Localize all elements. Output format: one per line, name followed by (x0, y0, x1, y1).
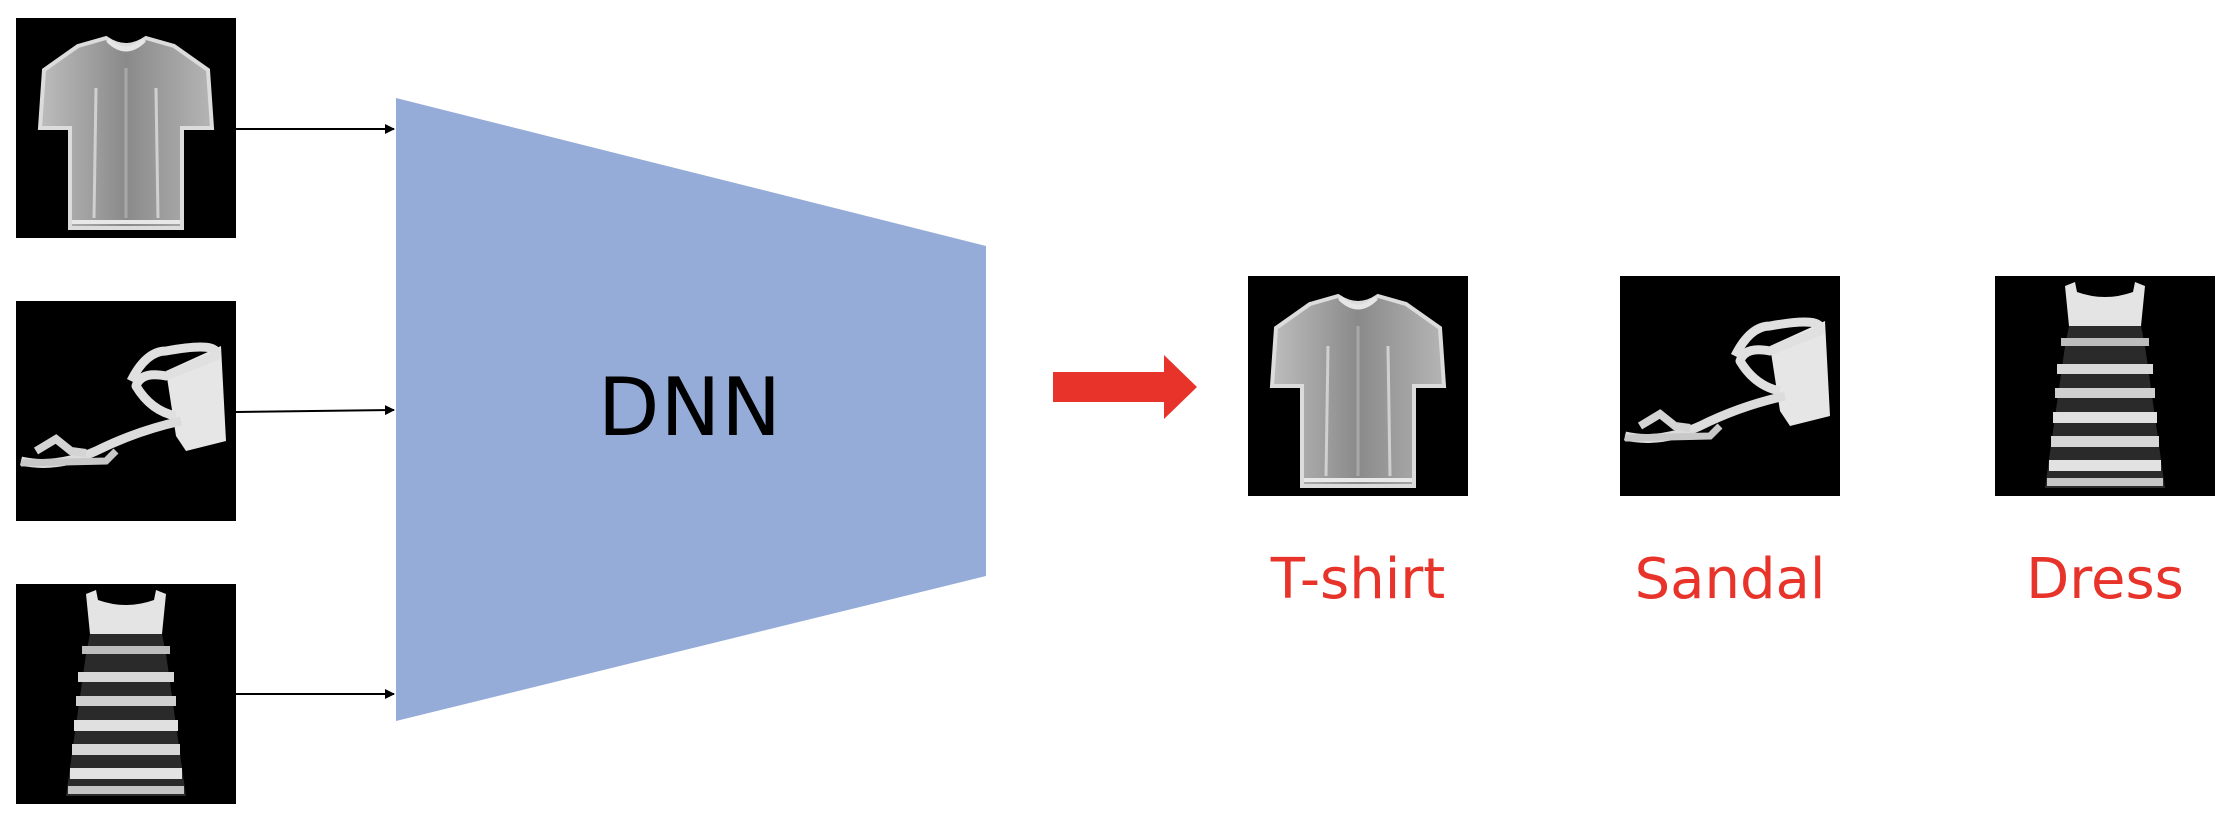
input-arrow-2 (235, 405, 395, 416)
output-sandal-image-icon (1620, 276, 1840, 496)
input-tshirt-image-icon (16, 18, 236, 238)
output-label-sandal: Sandal (1634, 547, 1826, 612)
input-sandal-image-icon (16, 301, 236, 521)
output-tshirt-image-icon (1248, 276, 1468, 496)
output-label-tshirt: T-shirt (1270, 547, 1446, 612)
input-dress-image-icon (16, 584, 236, 804)
output-dress-image-icon (1995, 276, 2215, 496)
output-label-dress: Dress (2026, 547, 2184, 612)
network-label: DNN (597, 361, 783, 454)
output-arrow-icon (1053, 355, 1197, 419)
dnn-block (396, 98, 986, 721)
